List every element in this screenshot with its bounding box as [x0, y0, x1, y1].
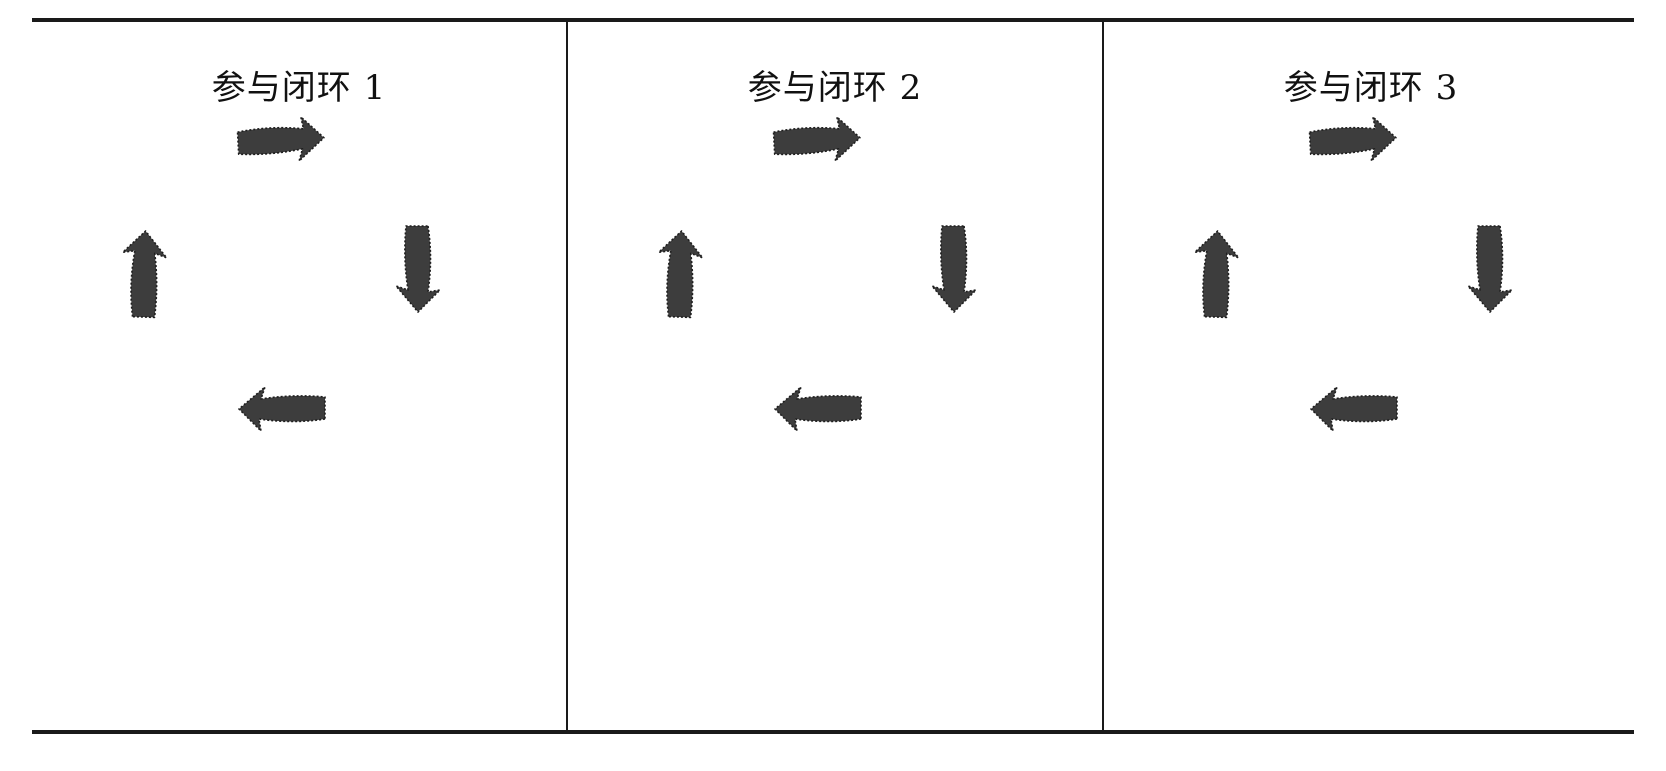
loop-cell-1: 参与闭环 1 [32, 22, 566, 730]
arrow-left-icon [774, 386, 862, 432]
arrow-right-icon [1308, 114, 1398, 165]
arrow-up-icon [1191, 229, 1241, 319]
arrow-down-icon [931, 225, 977, 313]
loop-title: 参与闭环 3 [1283, 68, 1459, 108]
loop-table: 参与闭环 1 参与闭环 2 参与闭环 3 [32, 18, 1634, 734]
arrow-right-icon [772, 114, 862, 165]
loop-title: 参与闭环 1 [211, 68, 387, 108]
arrow-up-icon [655, 229, 705, 319]
arrow-down-icon [1467, 225, 1513, 313]
loop-diagram [119, 114, 441, 432]
arrow-left-icon [1310, 386, 1398, 432]
loop-cell-3: 参与闭环 3 [1102, 22, 1638, 730]
arrow-left-icon [238, 386, 326, 432]
arrow-up-icon [119, 229, 169, 319]
loop-diagram [1191, 114, 1513, 432]
loop-cell-2: 参与闭环 2 [566, 22, 1102, 730]
loop-title: 参与闭环 2 [747, 68, 923, 108]
arrow-right-icon [236, 114, 326, 165]
arrow-down-icon [395, 225, 441, 313]
loop-diagram [655, 114, 977, 432]
